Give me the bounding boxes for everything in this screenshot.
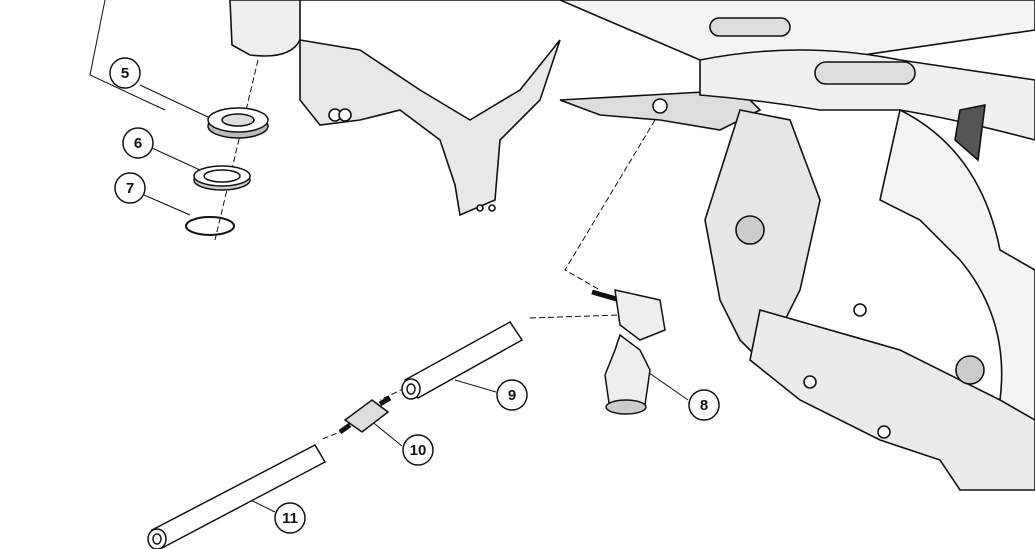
callout-label: 6 — [134, 135, 142, 152]
callout-11: 11 — [274, 502, 306, 534]
callout-10: 10 — [402, 434, 434, 466]
callout-label: 11 — [282, 510, 298, 527]
callout-6: 6 — [122, 127, 154, 159]
callout-9: 9 — [496, 379, 528, 411]
part-hose-11 — [147, 444, 327, 549]
callout-label: 10 — [410, 442, 427, 459]
callout-label: 9 — [508, 387, 516, 404]
frame-assembly — [229, 0, 1035, 491]
part-bearing-5 — [207, 107, 269, 139]
callout-label: 7 — [126, 180, 134, 197]
callout-label: 5 — [121, 65, 129, 82]
callouts: 5 6 7 8 9 10 11 — [109, 57, 720, 534]
leader-lines — [89, 0, 689, 513]
part-oring-7 — [185, 216, 235, 236]
callout-label: 8 — [700, 397, 708, 414]
part-washer-6 — [193, 165, 251, 191]
callout-5: 5 — [109, 57, 141, 89]
part-hose-9 — [401, 321, 524, 400]
part-connector-10 — [338, 395, 392, 435]
callout-8: 8 — [688, 389, 720, 421]
part-sensor-8 — [591, 289, 666, 415]
callout-7: 7 — [114, 172, 146, 204]
